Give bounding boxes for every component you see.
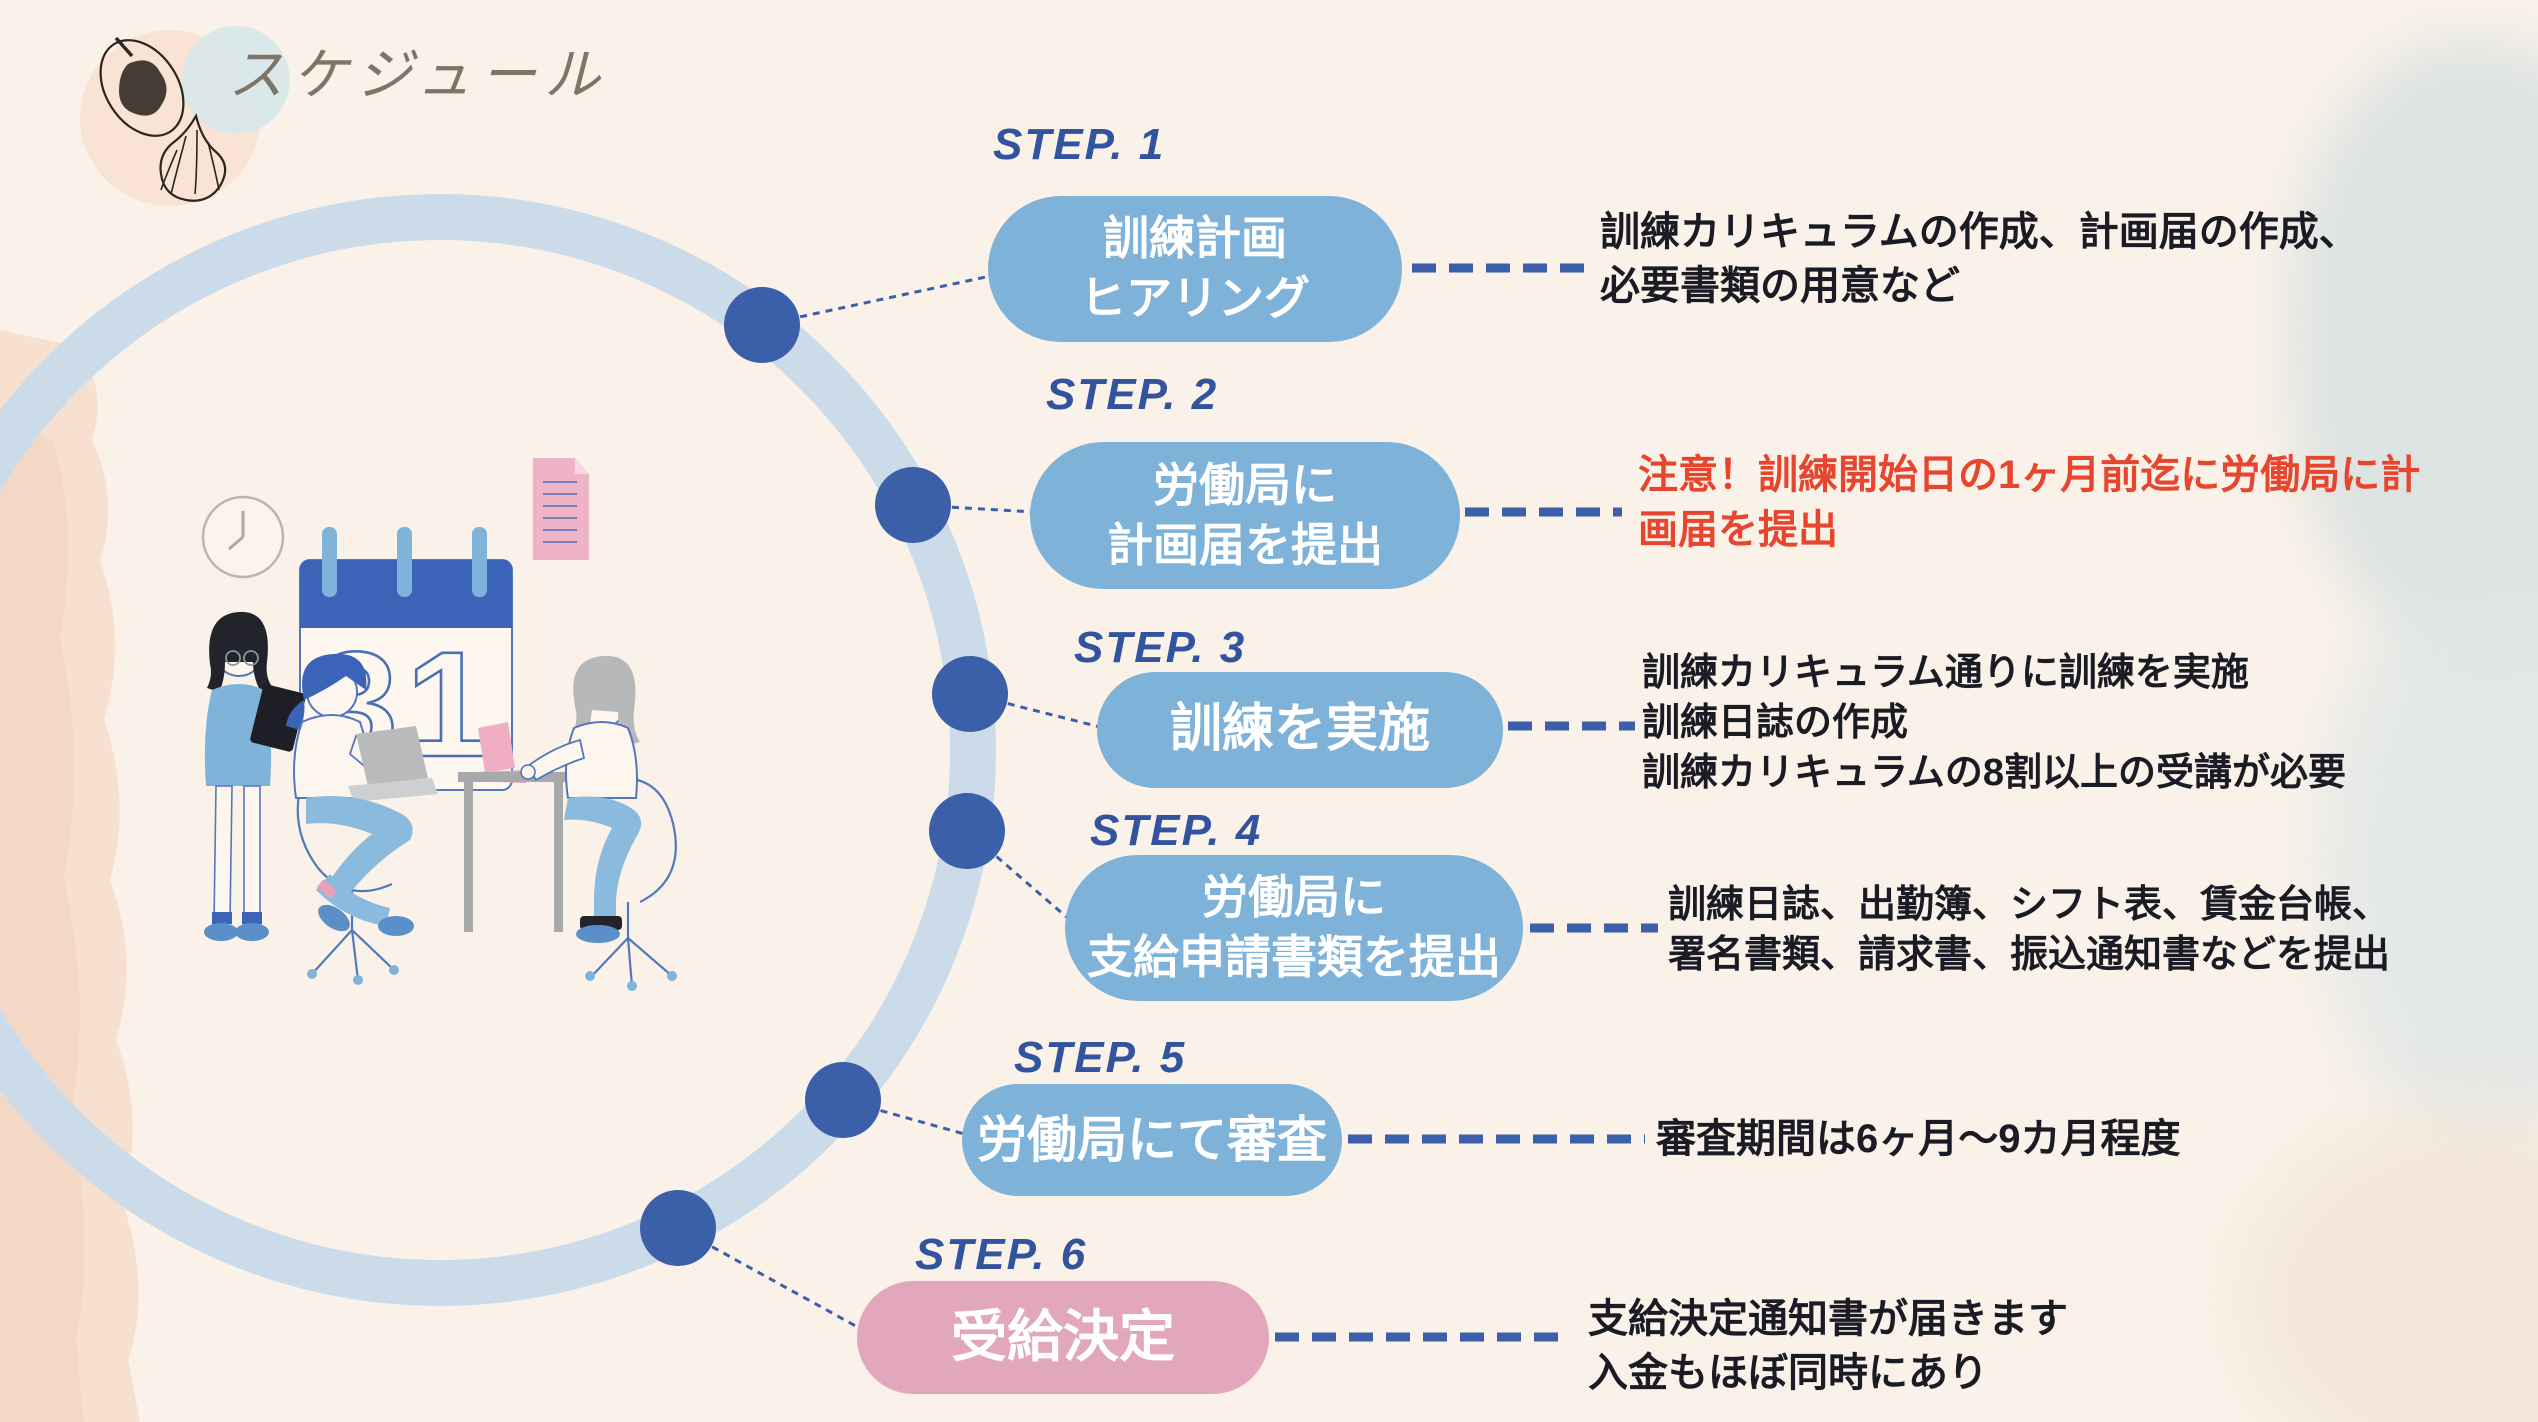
header-decoration bbox=[80, 26, 290, 206]
step-5-label: STEP. 5 bbox=[1014, 1033, 1187, 1082]
step-4-pill: 労働局に 支給申請書類を提出 bbox=[1065, 855, 1523, 1001]
step-6-label: STEP. 6 bbox=[915, 1230, 1088, 1279]
person-seated-desk bbox=[520, 655, 677, 991]
page-title: スケジュール bbox=[228, 43, 609, 108]
step-2-pill-line: 計画届を提出 bbox=[1107, 518, 1383, 571]
person-seated-laptop bbox=[286, 653, 438, 985]
step-6-pill: 受給決定 bbox=[857, 1281, 1269, 1394]
step-6-pill-line: 受給決定 bbox=[951, 1305, 1175, 1369]
step-5-description: 審査期間は6ヶ月〜9カ月程度 bbox=[1656, 1117, 2181, 1161]
schedule-ring bbox=[0, 194, 996, 1306]
step-1-description: 訓練カリキュラムの作成、計画届の作成、 必要書類の用意など bbox=[1600, 210, 2359, 308]
clock-icon bbox=[201, 495, 285, 579]
step-1-label: STEP. 1 bbox=[993, 120, 1166, 169]
step-5-pill: 労働局にて審査 bbox=[962, 1084, 1342, 1196]
step-3-description: 訓練カリキュラム通りに訓練を実施 訓練日誌の作成 訓練カリキュラムの8割以上の受… bbox=[1642, 652, 2346, 794]
step-1-pill-line: 訓練計画 bbox=[1103, 212, 1287, 265]
watercolor-wash-left bbox=[0, 330, 140, 1422]
step-1-pill: 訓練計画 ヒアリング bbox=[988, 196, 1402, 342]
node-to-pill-connectors bbox=[677, 273, 1101, 1337]
step-4-description: 訓練日誌、出勤簿、シフト表、賃金台帳、 署名書類、請求書、振込通知書などを提出 bbox=[1668, 884, 2391, 976]
step-6-description: 支給決定通知書が届きます 入金もほぼ同時にあり bbox=[1588, 1297, 2068, 1395]
document-icon bbox=[533, 458, 589, 560]
meeting-illustration: 31 bbox=[201, 458, 677, 991]
step-4-label: STEP. 4 bbox=[1090, 806, 1263, 855]
step-4-pill-line: 労働局に bbox=[1202, 871, 1386, 924]
step-2-description: 注意！訓練開始日の1ヶ月前迄に労働局に計 画届を提出 bbox=[1638, 453, 2421, 552]
step-3-pill-line: 訓練を実施 bbox=[1169, 700, 1430, 759]
step-1-pill-line: ヒアリング bbox=[1080, 272, 1310, 324]
person-standing bbox=[204, 611, 306, 941]
fig-fruit-sketch bbox=[99, 36, 227, 202]
step-2-pill-line: 労働局に bbox=[1153, 458, 1337, 511]
step-2-label: STEP. 2 bbox=[1046, 370, 1219, 419]
step-5-pill-line: 労働局にて審査 bbox=[977, 1111, 1327, 1168]
step-2-pill: 労働局に 計画届を提出 bbox=[1030, 442, 1460, 589]
pill-to-desc-connectors bbox=[1275, 263, 1658, 1342]
step-3-pill: 訓練を実施 bbox=[1097, 672, 1503, 788]
step-4-pill-line: 支給申請書類を提出 bbox=[1087, 931, 1501, 983]
step-3-label: STEP. 3 bbox=[1074, 623, 1247, 672]
desk-illustration bbox=[458, 722, 570, 932]
